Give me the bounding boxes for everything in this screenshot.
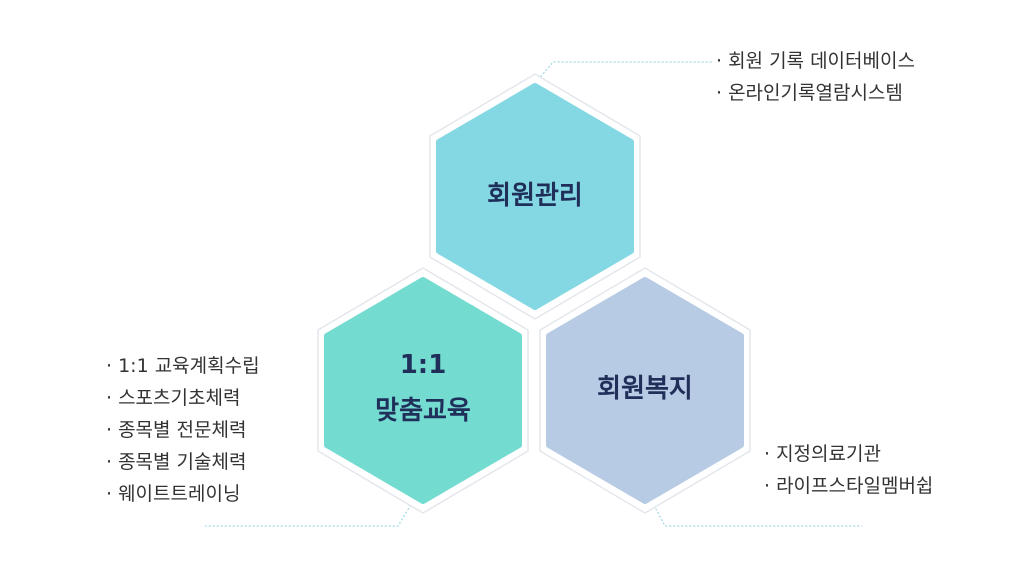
list-item: · 종목별 전문체력 [106,419,247,441]
connector-education [205,497,416,527]
list-item: · 회원 기록 데이터베이스 [716,50,915,72]
hexagon-membership [436,83,634,310]
hexagon-label-education: 1:1 맞춤교육 [323,345,523,431]
list-welfare: · 지정의료기관 · 라이프스타일멤버쉽 [764,438,933,502]
hexagon-education [324,277,522,504]
list-item: · 웨이트트레이닝 [106,483,241,505]
list-education: · 1:1 교육계획수립 · 스포츠기초체력 · 종목별 전문체력 · 종목별 … [106,350,260,510]
list-membership: · 회원 기록 데이터베이스 · 온라인기록열람시스템 [716,45,915,109]
connector-welfare [649,497,862,527]
hexagon-label-line: 회원복지 [597,374,693,404]
hexagon-label-line: 맞춤교육 [375,396,471,426]
list-item: · 스포츠기초체력 [106,387,241,409]
hexagon-label-line: 1:1 [399,350,447,380]
hexagon-welfare [546,277,744,504]
hexagon-label-membership: 회원관리 [435,176,635,216]
connector-membership [537,61,712,81]
list-item: · 지정의료기관 [764,443,881,465]
list-item: · 온라인기록열람시스템 [716,82,903,104]
list-item: · 종목별 기술체력 [106,451,247,473]
list-item: · 1:1 교육계획수립 [106,355,260,377]
list-item: · 라이프스타일멤버쉽 [764,475,934,497]
hexagon-label-welfare: 회원복지 [545,369,745,409]
hexagon-label-line: 회원관리 [487,181,583,211]
